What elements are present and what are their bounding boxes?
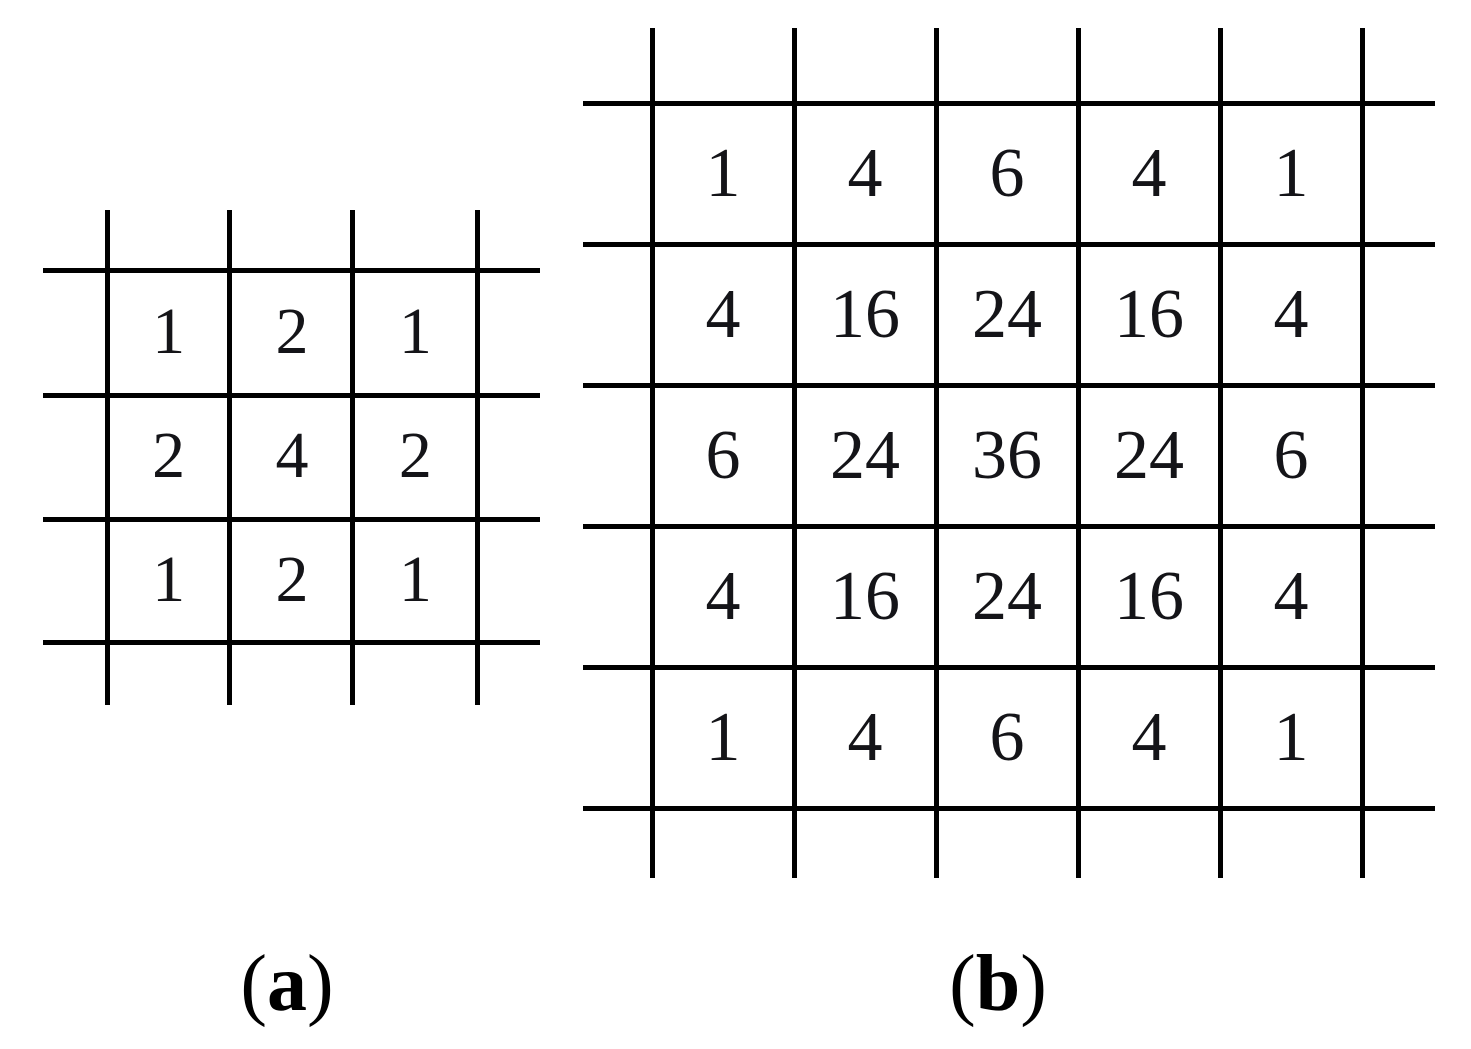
- panel-caption-b: (b): [878, 938, 1118, 1030]
- grid-line-horizontal: [583, 242, 1435, 247]
- kernel-b-cell: 4: [705, 275, 741, 353]
- grid-line-horizontal: [583, 101, 1435, 106]
- kernel-a-cell: 2: [398, 419, 432, 492]
- kernel-b-cell: 1: [1273, 134, 1309, 212]
- kernel-b-cell: 1: [705, 698, 741, 776]
- grid-line-vertical: [105, 210, 110, 705]
- grid-line-horizontal: [583, 806, 1435, 811]
- grid-line-vertical: [792, 28, 797, 878]
- kernel-a-cell: 1: [152, 543, 186, 616]
- grid-line-horizontal: [43, 268, 540, 273]
- kernel-b-cell: 4: [847, 698, 883, 776]
- kernel-b-cell: 4: [705, 557, 741, 635]
- kernel-b-cell: 1: [1273, 698, 1309, 776]
- kernel-grid-a: 1 2 1 2 4 2 1 2 1: [43, 205, 543, 710]
- grid-line-vertical: [1076, 28, 1081, 878]
- kernel-b-cell: 24: [1114, 416, 1184, 494]
- kernel-b-cell: 4: [1273, 557, 1309, 635]
- kernel-b-cells: 1 4 6 4 1 4 16 24 16 4 6 24 36 24 6 4 16…: [652, 103, 1362, 808]
- kernel-a-cell: 2: [275, 295, 309, 368]
- panel-caption-a: (a): [167, 938, 407, 1030]
- grid-line-horizontal: [43, 393, 540, 398]
- kernel-b-cell: 4: [1131, 134, 1167, 212]
- caption-a-close-paren: ): [307, 940, 334, 1028]
- grid-line-horizontal: [583, 665, 1435, 670]
- kernel-b-cell: 4: [847, 134, 883, 212]
- caption-a-letter: a: [267, 940, 307, 1028]
- kernel-b-cell: 16: [1114, 275, 1184, 353]
- kernel-b-cell: 36: [972, 416, 1042, 494]
- kernel-b-cell: 24: [972, 275, 1042, 353]
- grid-line-horizontal: [583, 383, 1435, 388]
- kernel-b-cell: 4: [1273, 275, 1309, 353]
- grid-line-vertical: [934, 28, 939, 878]
- caption-b-close-paren: ): [1020, 940, 1047, 1028]
- kernel-b-cell: 16: [830, 275, 900, 353]
- kernel-a-cell: 1: [398, 543, 432, 616]
- kernel-b-cell: 24: [830, 416, 900, 494]
- grid-line-horizontal: [43, 640, 540, 645]
- grid-line-vertical: [1360, 28, 1365, 878]
- kernel-a-cell: 1: [398, 295, 432, 368]
- caption-a-open-paren: (: [240, 940, 267, 1028]
- kernel-b-cell: 6: [989, 698, 1025, 776]
- kernel-b-cell: 4: [1131, 698, 1167, 776]
- kernel-a-cell: 2: [152, 419, 186, 492]
- kernel-a-cell: 2: [275, 543, 309, 616]
- grid-line-vertical: [227, 210, 232, 705]
- kernel-b-cell: 6: [989, 134, 1025, 212]
- kernel-grid-b: 1 4 6 4 1 4 16 24 16 4 6 24 36 24 6 4 16…: [583, 28, 1438, 883]
- grid-line-vertical: [475, 210, 480, 705]
- kernel-a-cell: 1: [152, 295, 186, 368]
- kernel-b-cell: 6: [705, 416, 741, 494]
- caption-b-open-paren: (: [949, 940, 976, 1028]
- kernel-a-cells: 1 2 1 2 4 2 1 2 1: [107, 270, 477, 642]
- kernel-a-cell: 4: [275, 419, 309, 492]
- grid-line-horizontal: [583, 524, 1435, 529]
- caption-b-letter: b: [975, 940, 1021, 1028]
- kernel-b-cell: 24: [972, 557, 1042, 635]
- grid-line-vertical: [350, 210, 355, 705]
- kernel-b-cell: 6: [1273, 416, 1309, 494]
- grid-line-vertical: [650, 28, 655, 878]
- grid-line-horizontal: [43, 517, 540, 522]
- kernel-b-cell: 16: [830, 557, 900, 635]
- grid-line-vertical: [1218, 28, 1223, 878]
- kernel-b-cell: 1: [705, 134, 741, 212]
- kernel-b-cell: 16: [1114, 557, 1184, 635]
